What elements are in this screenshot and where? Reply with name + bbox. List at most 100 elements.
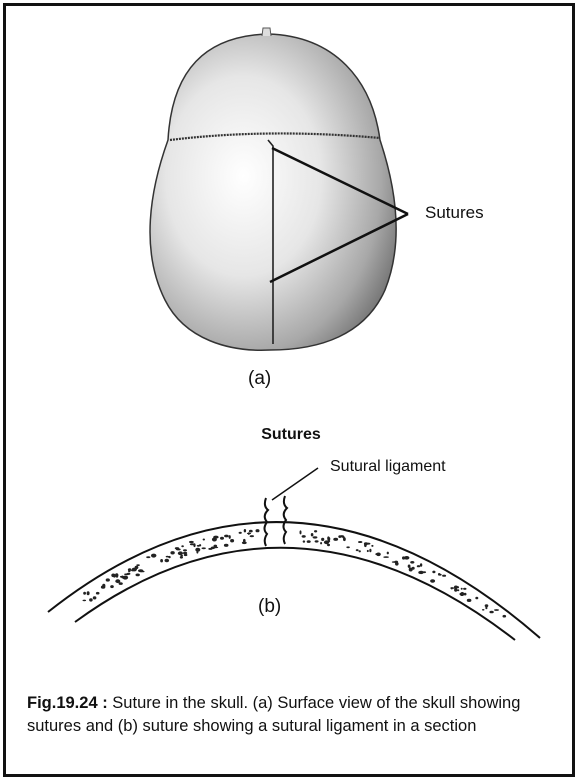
bone-speckle [320,542,322,544]
figure-caption: Fig.19.24 : Suture in the skull. (a) Sur… [27,692,572,738]
bone-speckle [324,540,329,544]
bone-speckle [202,547,206,549]
bone-speckle [328,537,330,541]
bone-speckle [175,547,179,549]
bone-speckle [96,592,100,595]
bone-speckle [256,529,260,532]
bone-speckle [89,598,93,601]
bone-speckle [450,587,455,589]
bone-speckle [87,591,90,595]
bone-speckle [183,549,187,551]
bone-speckle [181,545,184,547]
bone-speckle [371,545,373,547]
bone-speckle [412,567,415,570]
bone-speckle [359,550,361,552]
bone-speckle [83,592,86,595]
panel-label-b: (b) [258,596,281,618]
bone-speckle [375,553,380,555]
bone-speckle [195,548,200,552]
bone-speckle [247,533,251,535]
bone-speckle [128,570,130,573]
panel-label-a: (a) [248,368,271,390]
bone-speckle [208,548,212,550]
bone-speckle [408,565,411,568]
bone-speckle [461,588,463,590]
bone-speckle [203,539,205,541]
bone-speckle [243,539,246,543]
bone-speckle [102,584,105,588]
bone-speckle [358,541,362,543]
bone-speckle [170,551,174,554]
bone-speckle [250,535,254,537]
bone-speckle [503,615,507,618]
bone-speckle [183,552,187,555]
sutural-ligament-label: Sutural ligament [330,458,446,476]
bone-speckle [311,533,314,536]
skull-nub [262,28,271,36]
spongy-bone-dots [83,529,507,618]
bone-speckle [193,543,195,547]
bone-speckle [106,578,110,581]
bone-speckle [196,551,198,553]
bone-speckle [113,575,116,577]
sutural-ligament-right [284,496,288,544]
bone-speckle [165,559,170,563]
bone-speckle [338,535,341,538]
sutures-label: Sutures [425,203,484,223]
bone-speckle [313,536,318,538]
bone-speckle [383,556,389,558]
bone-speckle [417,565,420,567]
bone-speckle [420,563,422,567]
bone-speckle [135,566,139,569]
bone-speckle [239,532,242,534]
bone-speckle [485,607,487,610]
bone-speckle [151,554,156,558]
bone-speckle [224,535,229,538]
skull-section [48,468,540,640]
figure-number: Fig.19.24 : [27,694,108,712]
bone-speckle [146,556,150,558]
section-heading: Sutures [0,426,582,444]
bone-speckle [249,530,253,533]
bone-speckle [189,541,194,543]
bone-speckle [178,551,183,555]
bone-speckle [93,596,97,599]
bone-speckle [303,540,305,542]
bone-speckle [83,600,87,602]
bone-speckle [314,530,317,532]
bone-speckle [464,593,467,596]
bone-speckle [302,535,306,538]
bone-speckle [456,586,459,588]
bone-speckle [180,556,183,559]
section-outer-arc [48,522,540,638]
bone-speckle [229,535,231,539]
bone-speckle [212,538,217,542]
bone-speckle [475,597,478,600]
bone-speckle [321,538,324,541]
bone-speckle [115,579,120,583]
bone-speckle [442,575,446,577]
bone-speckle [418,571,422,574]
bone-speckle [489,611,493,614]
bone-speckle [410,561,414,564]
bone-speckle [343,537,346,541]
bone-speckle [224,544,229,547]
bone-speckle [327,544,330,546]
bone-speckle [494,609,499,611]
bone-speckle [346,546,350,548]
bone-speckle [482,609,485,611]
bone-speckle [356,549,359,551]
bone-speckle [132,568,134,570]
bone-speckle [467,599,472,602]
bone-speckle [333,538,338,541]
bone-speckle [460,592,463,596]
ligament-pointer-line [272,468,318,500]
bone-speckle [430,579,435,582]
bone-speckle [454,588,457,591]
bone-speckle [160,559,163,562]
section-inner-arc [75,548,515,640]
bone-speckle [432,571,435,574]
bone-speckle [387,552,389,555]
bone-speckle [197,545,200,547]
